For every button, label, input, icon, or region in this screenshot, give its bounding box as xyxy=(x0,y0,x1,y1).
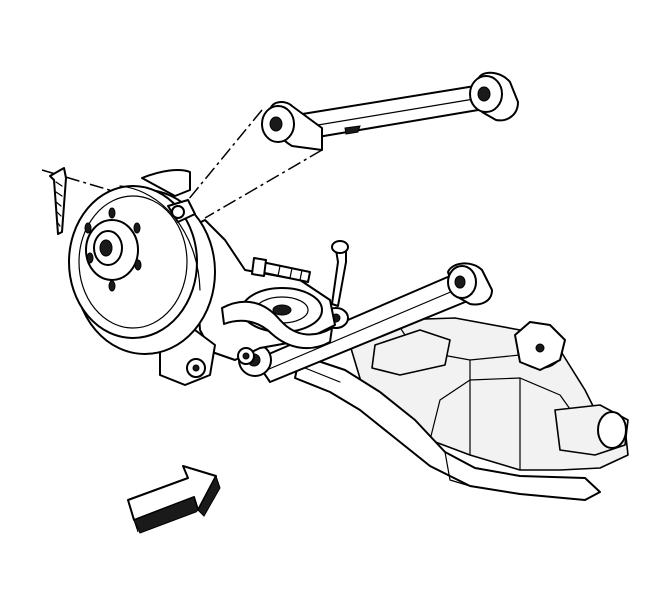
brake-bracket xyxy=(167,199,196,223)
exhaust-pipe xyxy=(294,354,601,501)
fastener-bolt xyxy=(49,167,67,235)
rear-axle-carrier xyxy=(349,317,629,471)
lower-control-arm xyxy=(238,262,493,383)
direction-arrow xyxy=(127,465,221,534)
upper-control-arm xyxy=(261,71,519,151)
wheel-hub xyxy=(84,207,142,292)
